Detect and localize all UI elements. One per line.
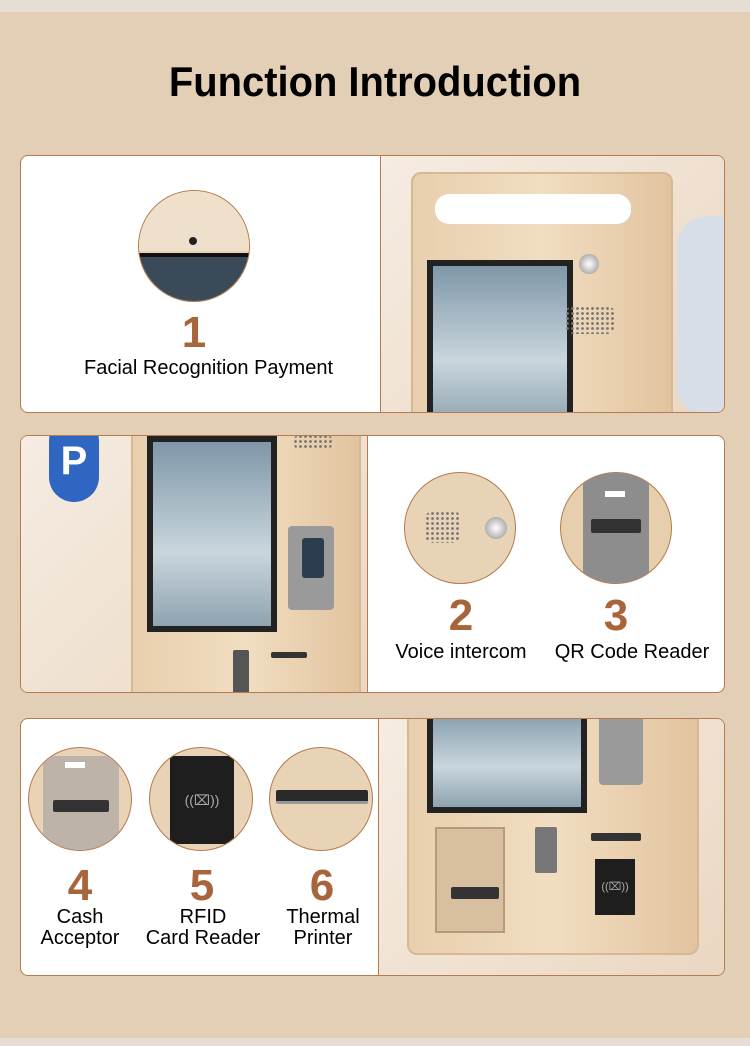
intercom-button <box>485 517 507 539</box>
feature-number-1: 1 <box>181 308 207 357</box>
speaker-icon <box>293 436 333 450</box>
kiosk-body: ((⌧)) <box>407 719 699 955</box>
printer-slot <box>591 833 641 841</box>
label-line: Thermal <box>286 906 360 928</box>
rfid-icon: ((⌧)) <box>170 756 234 844</box>
feature-label-1: Facial Recognition Payment <box>83 357 333 379</box>
label-line: RFID <box>179 906 227 928</box>
coin-slot <box>535 827 557 873</box>
feature-label-2: Voice intercom <box>395 641 527 663</box>
kiosk-bottom-image: ((⌧)) <box>378 719 724 975</box>
kiosk-body <box>411 172 673 412</box>
kiosk-side-image: P <box>21 436 368 692</box>
label-line: Cash <box>56 906 104 928</box>
cash-acceptor-closeup-image <box>28 747 132 851</box>
speaker-icon <box>565 306 615 334</box>
feature-number-5: 5 <box>189 861 215 910</box>
qr-reader <box>288 526 334 610</box>
feature-number-4: 4 <box>67 861 93 910</box>
kiosk-top-image <box>380 156 724 412</box>
camera-icon <box>189 237 197 245</box>
printer-slot <box>271 652 307 658</box>
feature-panel-1: 1 Facial Recognition Payment <box>20 155 725 413</box>
rfid-reader-closeup-image: ((⌧)) <box>149 747 253 851</box>
label-line: Card Reader <box>145 927 261 949</box>
qr-reader-closeup-image <box>560 472 672 584</box>
rfid-icon: ((⌧)) <box>595 859 635 915</box>
label-line: Printer <box>293 927 353 949</box>
label-line: Acceptor <box>40 927 120 949</box>
feature-label-3: QR Code Reader <box>554 641 710 663</box>
intercom-button <box>579 254 599 274</box>
kiosk-screen <box>427 260 573 412</box>
feature-number-6: 6 <box>309 861 335 910</box>
kiosk-screen <box>147 436 277 632</box>
feature-panel-2: P 2 3 Voice intercom QR Code Reader <box>20 435 725 693</box>
kiosk-screen <box>427 719 587 813</box>
parking-sign: P <box>49 436 99 502</box>
speaker-closeup-image <box>404 472 516 584</box>
kiosk-body <box>131 436 361 692</box>
printer-closeup-image <box>269 747 373 851</box>
speaker-icon <box>425 511 461 543</box>
coin-slot <box>233 650 249 692</box>
feature-number-2: 2 <box>448 591 474 640</box>
page-title: Function Introduction <box>168 58 582 105</box>
top-strip <box>0 0 750 12</box>
parking-sign <box>677 216 724 412</box>
bottom-strip <box>0 1038 750 1046</box>
camera-closeup-image <box>138 190 250 302</box>
feature-number-3: 3 <box>603 591 629 640</box>
